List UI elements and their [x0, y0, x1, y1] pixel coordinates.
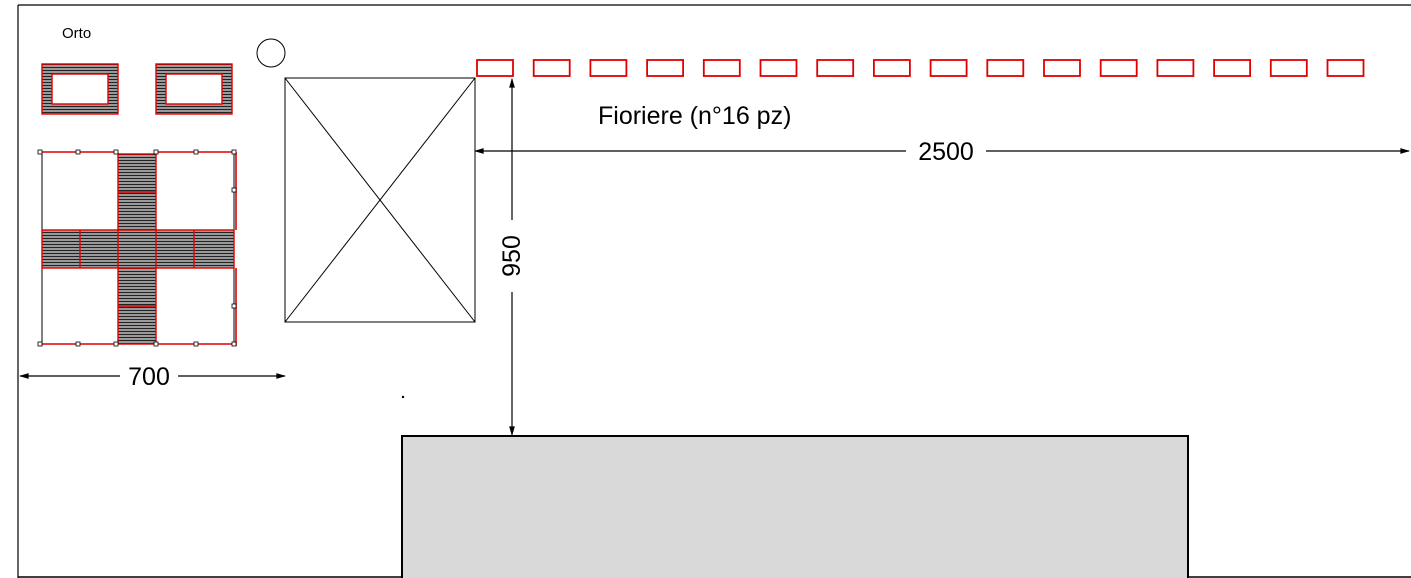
- dimension-2500: 2500: [474, 138, 1410, 166]
- reference-dot: [401, 395, 405, 399]
- planter-box: [1099, 59, 1138, 77]
- tree-symbol: [256, 38, 286, 68]
- planter-box: [1156, 59, 1195, 77]
- planter-box: [816, 59, 855, 77]
- dimension-2500-text: 2500: [918, 138, 974, 166]
- planter-box: [759, 59, 798, 77]
- dimension-700: 700: [19, 363, 286, 391]
- planter-box: [1326, 59, 1365, 77]
- planter-box: [986, 59, 1025, 77]
- crossed-structure: [284, 77, 476, 323]
- dimension-700-text: 700: [128, 363, 170, 391]
- cross-garden: [37, 149, 237, 347]
- planter-box: [873, 59, 911, 77]
- planter-box: [646, 59, 684, 77]
- raised-bed-left: [41, 63, 119, 115]
- garden-label: Orto: [62, 25, 91, 42]
- planters-row: [476, 59, 1365, 77]
- dimension-950-text: 950: [498, 235, 526, 277]
- planter-box: [1269, 59, 1308, 77]
- planter-box: [589, 59, 628, 77]
- planter-box: [1213, 59, 1251, 77]
- planter-box: [532, 59, 571, 77]
- planters-label: Fioriere (n°16 pz): [598, 102, 791, 130]
- raised-bed-right: [155, 63, 233, 115]
- planter-box: [929, 59, 968, 77]
- planter-box: [476, 59, 514, 77]
- building-block: [401, 435, 1189, 578]
- dimension-950: 950: [498, 78, 526, 436]
- planter-box: [702, 59, 741, 77]
- planter-box: [1043, 59, 1081, 77]
